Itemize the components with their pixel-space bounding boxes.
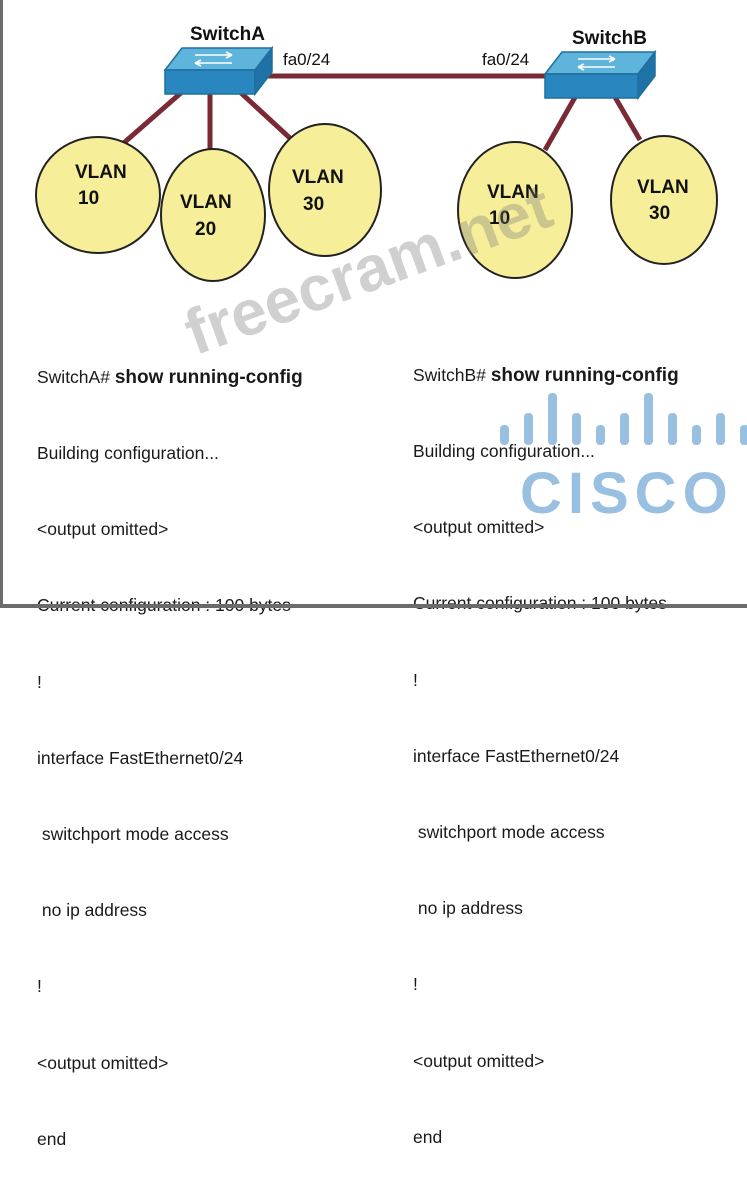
config-a-line: Building configuration...: [37, 443, 219, 464]
frame-left-border: [0, 0, 3, 608]
vlan-b-30-label: VLAN: [637, 177, 689, 198]
vlan-b-10-label: VLAN: [487, 182, 539, 203]
vlan-a-10-label: VLAN: [75, 162, 127, 183]
frame-bottom-border: [0, 604, 747, 608]
link-a-vlan10: [116, 90, 184, 150]
config-a-command: show running-config: [114, 366, 303, 388]
link-b-vlan10: [542, 90, 581, 152]
config-a-line: !: [37, 976, 42, 997]
config-b-line: interface FastEthernet0/24: [413, 745, 620, 766]
config-b-line: end: [413, 1126, 443, 1147]
switch-b-name: SwitchB: [572, 28, 647, 49]
switch-b-icon: [543, 49, 657, 101]
config-b-line: switchport mode access: [413, 822, 605, 843]
switch-b-port: fa0/24: [482, 50, 529, 69]
config-a-prompt: SwitchA#: [37, 366, 115, 387]
cisco-wordmark: CISCO: [520, 461, 734, 525]
config-b-prompt: SwitchB#: [413, 364, 491, 385]
config-a-line: switchport mode access: [37, 824, 229, 845]
config-b-line: !: [413, 669, 418, 690]
switch-a-name: SwitchA: [190, 24, 265, 45]
config-a-line: !: [37, 671, 42, 692]
vlan-cloud-b-10: [457, 141, 573, 279]
config-a-line: <output omitted>: [37, 519, 169, 540]
switch-a-icon: [163, 45, 274, 97]
config-b-line: no ip address: [413, 898, 523, 919]
vlan-a-30-label: VLAN: [292, 167, 344, 188]
vlan-a-30-id: 30: [303, 194, 324, 215]
config-a-line: end: [37, 1128, 67, 1149]
vlan-b-30-id: 30: [649, 203, 670, 224]
config-a-line: no ip address: [37, 900, 147, 921]
link-b-vlan30: [609, 90, 643, 142]
vlan-a-10-id: 10: [78, 188, 99, 209]
config-b-command-line: SwitchB# show running-config: [413, 363, 679, 388]
switch-a-port: fa0/24: [283, 50, 330, 69]
vlan-a-20-label: VLAN: [180, 192, 232, 213]
config-a-line: <output omitted>: [37, 1052, 169, 1073]
vlan-a-20-id: 20: [195, 219, 216, 240]
config-b-line: <output omitted>: [413, 517, 545, 538]
config-b-command: show running-config: [490, 364, 679, 386]
config-b-line: <output omitted>: [413, 1050, 545, 1071]
config-a-command-line: SwitchA# show running-config: [37, 365, 303, 390]
vlan-cloud-b-30: [610, 135, 718, 265]
vlan-cloud-a-10: [35, 136, 161, 254]
config-a-line: interface FastEthernet0/24: [37, 747, 244, 768]
config-b-line: !: [413, 974, 418, 995]
network-diagram: SwitchA fa0/24 SwitchB fa0/24 VLAN 10 VL…: [0, 0, 747, 1149]
switch-a-config: SwitchA# show running-config Building co…: [37, 314, 303, 1203]
vlan-cloud-a-30: [268, 123, 382, 257]
cisco-logo: CISCO: [500, 393, 747, 525]
vlan-cloud-a-20: [160, 148, 266, 282]
cisco-bars-icon: [500, 393, 747, 445]
link-a-vlan30: [238, 90, 294, 142]
topology-canvas: SwitchA fa0/24 SwitchB fa0/24 VLAN 10 VL…: [35, 24, 718, 282]
vlan-b-10-id: 10: [489, 208, 510, 229]
config-b-line: Building configuration...: [413, 441, 595, 462]
